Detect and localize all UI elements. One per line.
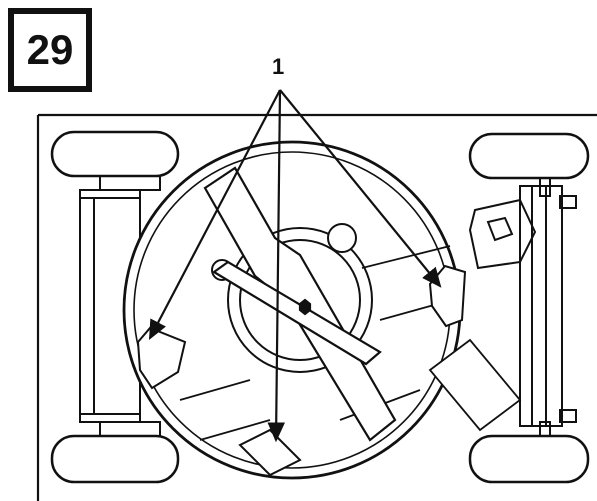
wheel-rear-left bbox=[50, 434, 180, 484]
right-chassis bbox=[468, 175, 577, 445]
figure-number: 29 bbox=[26, 26, 74, 73]
callout-label: 1 bbox=[272, 54, 285, 79]
figure-number-box: 29 bbox=[8, 8, 92, 92]
cutter-blade bbox=[203, 166, 397, 442]
wheel-front-left bbox=[50, 130, 180, 178]
wheel-rear-right bbox=[468, 434, 590, 484]
callout-leaders bbox=[148, 89, 442, 443]
deflector-vanes bbox=[179, 245, 522, 441]
pad-bottom bbox=[238, 428, 302, 477]
deck-frame bbox=[36, 113, 597, 501]
wheel-front-right bbox=[468, 132, 590, 180]
